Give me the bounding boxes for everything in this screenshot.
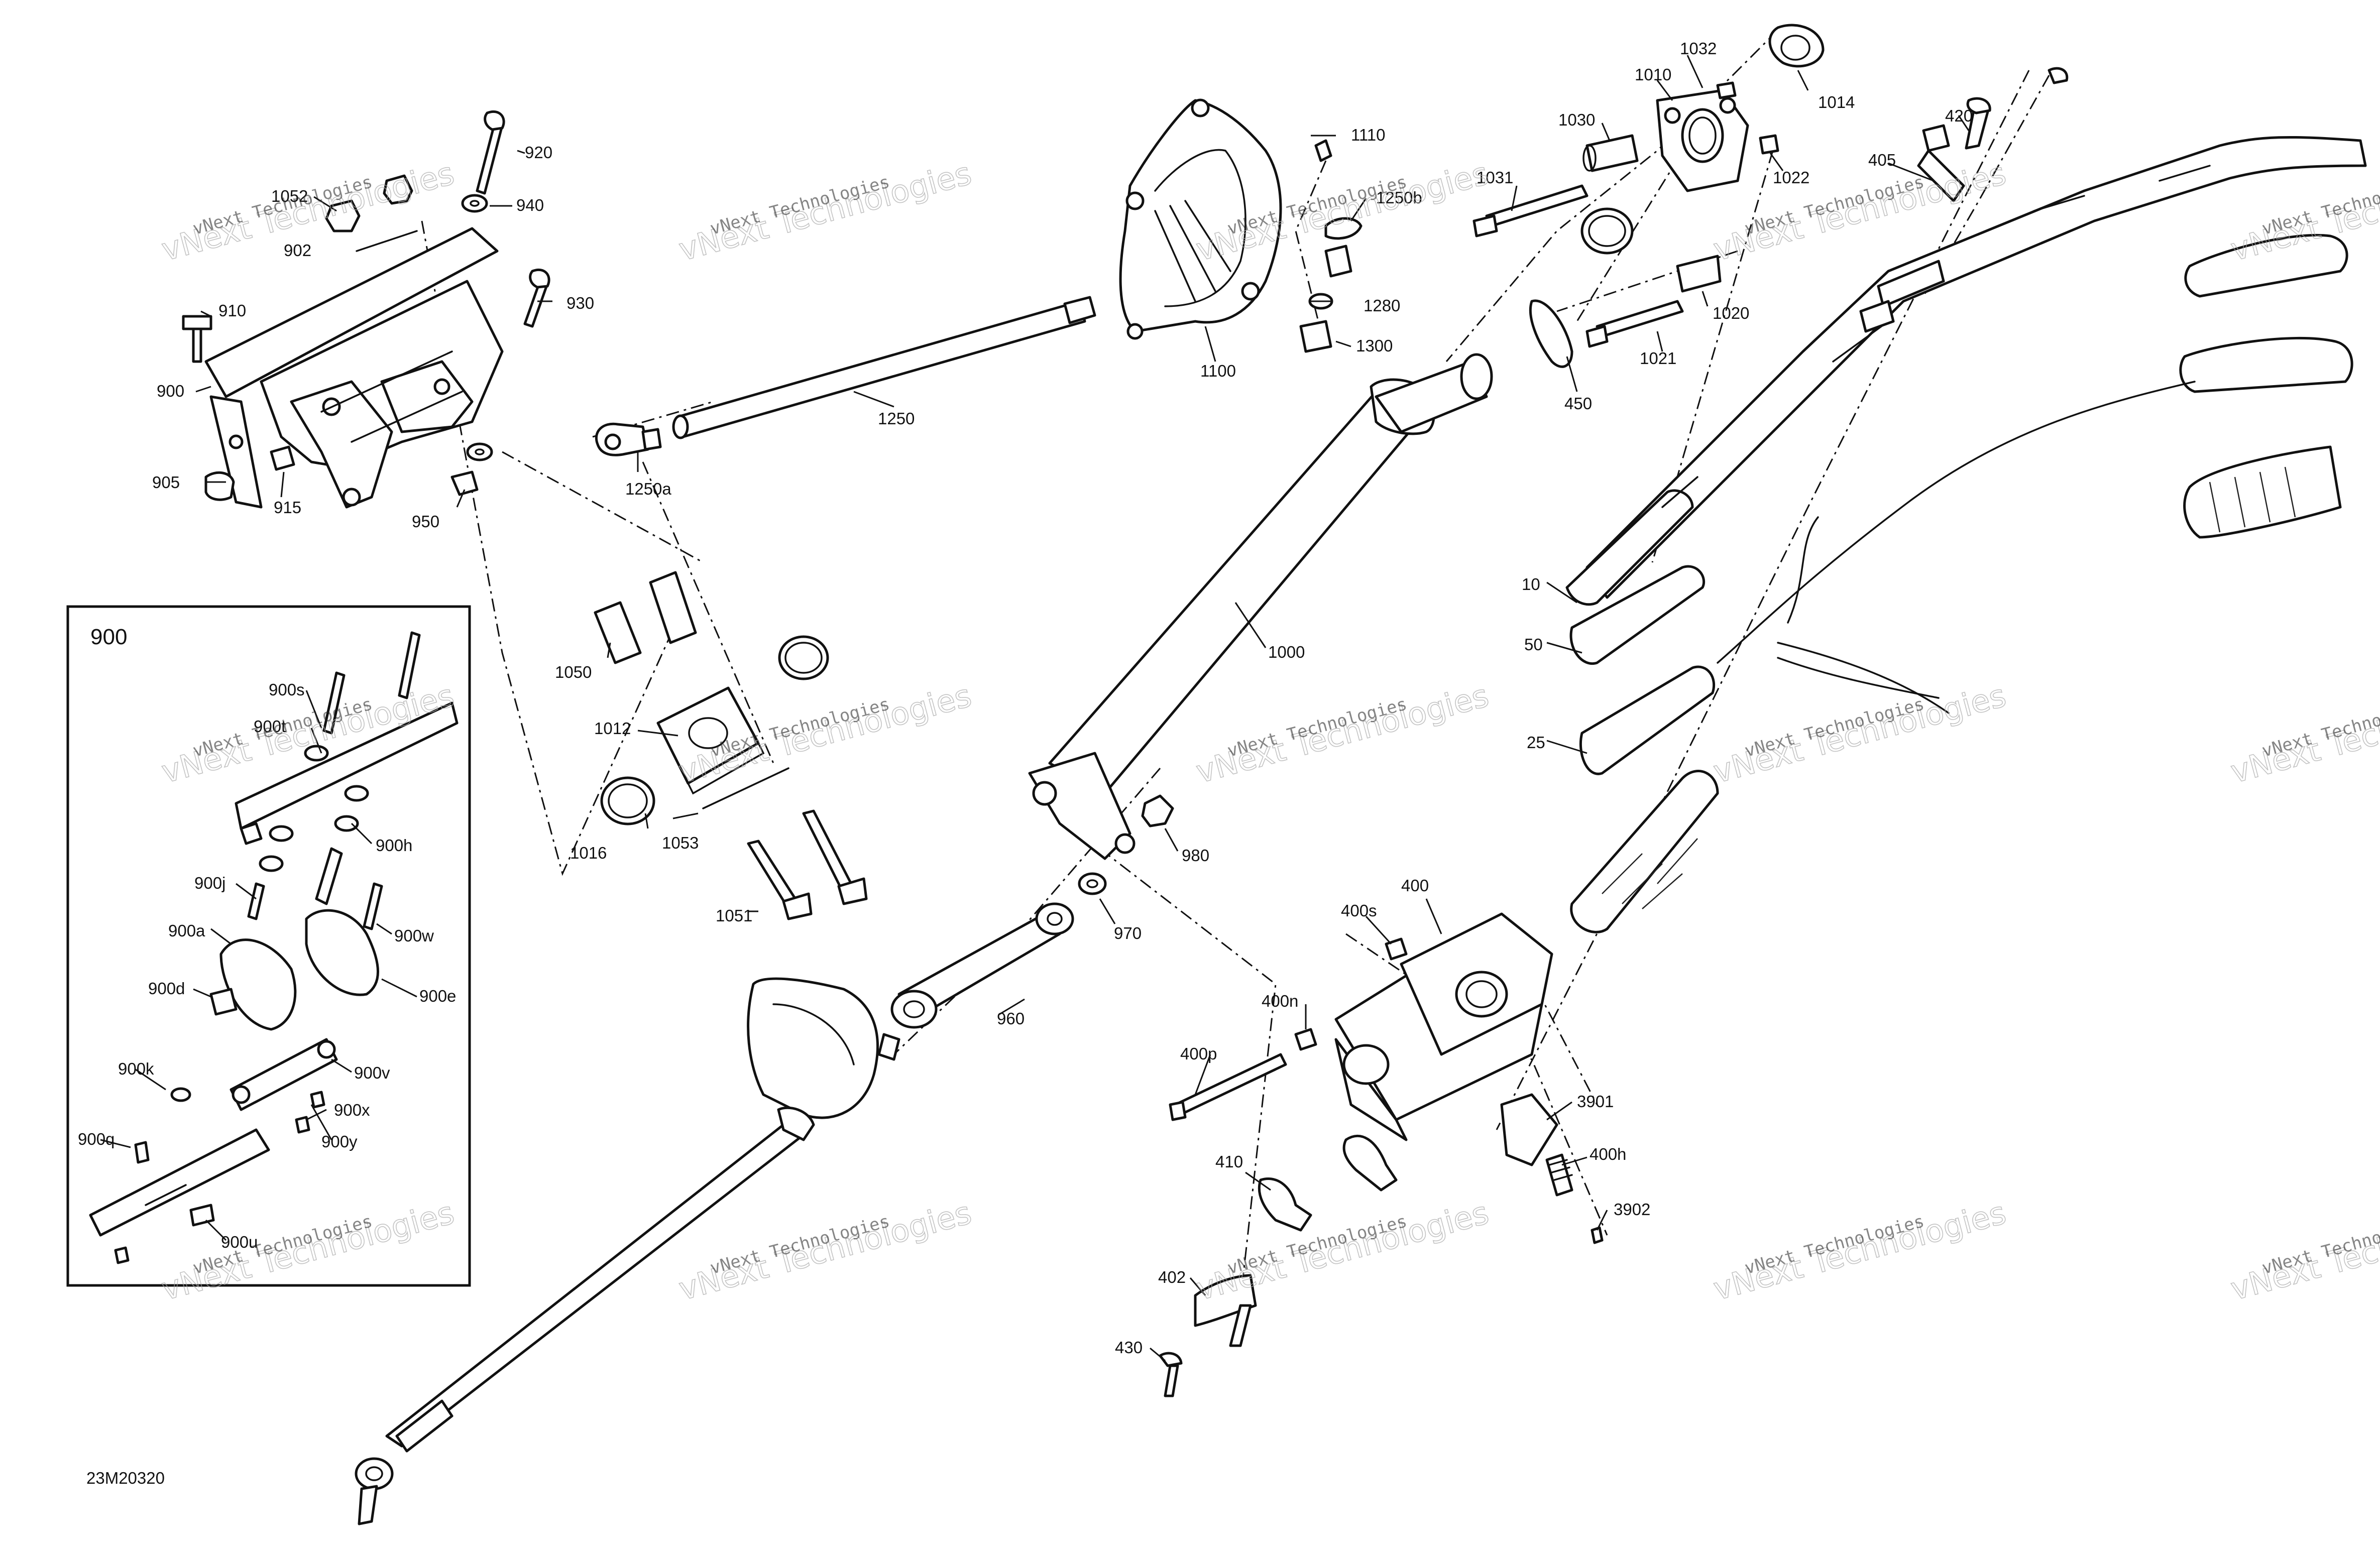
watermarks: vNext Technologies vNext Technologies vNe… (157, 154, 2380, 1308)
callout-900k: 900k (118, 1059, 154, 1078)
callout-1110: 1110 (1351, 126, 1386, 144)
center-mount-parts (594, 571, 868, 920)
callout-1020: 1020 (1713, 304, 1749, 322)
watermark-large: vNext Technologies (1710, 677, 2010, 790)
callout-1010: 1010 (1635, 65, 1671, 84)
callout-400p: 400p (1180, 1044, 1217, 1063)
housing-1100 (1119, 98, 1363, 353)
callout-905: 905 (152, 473, 180, 492)
callout-920: 920 (525, 143, 552, 162)
callout-3901: 3901 (1577, 1092, 1614, 1111)
callout-1032: 1032 (1680, 39, 1717, 58)
callout-900w: 900w (394, 926, 434, 945)
callout-3902: 3902 (1614, 1200, 1650, 1219)
callout-400n: 400n (1262, 992, 1298, 1010)
callout-labels: 920 940 1052 902 930 910 900 905 915 950… (78, 39, 1973, 1487)
callout-1000: 1000 (1268, 643, 1305, 661)
watermark-large: vNext Technologies (675, 1194, 975, 1308)
callout-1300: 1300 (1356, 336, 1393, 355)
callout-1050: 1050 (555, 663, 592, 681)
tie-rod-960 (890, 902, 1074, 1029)
watermark-large: vNext Technologies (1192, 677, 1493, 790)
handlebar-clamp-parts (1472, 24, 1825, 368)
callout-1014: 1014 (1818, 93, 1855, 111)
callout-900a: 900a (168, 921, 205, 940)
callout-950: 950 (412, 512, 439, 531)
callout-1021: 1021 (1640, 349, 1676, 368)
callout-900v: 900v (354, 1063, 390, 1082)
callout-25: 25 (1527, 733, 1545, 752)
watermark-large: vNext Technologies (1192, 1194, 1493, 1308)
callout-400: 400 (1401, 876, 1429, 895)
watermark-large: vNext Technologies (1710, 1194, 2010, 1308)
callout-1016: 1016 (570, 844, 607, 862)
switch-housing-400 (1159, 912, 1604, 1397)
bracket-assembly-900 (182, 110, 550, 509)
callout-900e: 900e (419, 987, 456, 1005)
inset-box-900 (66, 605, 471, 1287)
callout-900y: 900y (321, 1132, 358, 1151)
callout-430: 430 (1115, 1338, 1143, 1357)
callout-900h: 900h (376, 836, 412, 855)
callout-1250a: 1250a (625, 480, 671, 498)
callout-400s: 400s (1341, 901, 1377, 920)
callout-1052: 1052 (271, 187, 308, 205)
callout-1012: 1012 (594, 719, 631, 738)
callout-450: 450 (1564, 394, 1592, 413)
callout-900s: 900s (269, 680, 305, 699)
callout-970: 970 (1114, 924, 1142, 942)
callout-900j: 900j (194, 874, 225, 892)
callout-940: 940 (516, 196, 544, 214)
callout-420: 420 (1945, 106, 1973, 125)
callout-1053: 1053 (662, 834, 699, 852)
callout-10: 10 (1522, 575, 1540, 594)
callout-930: 930 (566, 294, 594, 312)
callout-910: 910 (218, 301, 246, 320)
callout-1250b: 1250b (1376, 188, 1422, 207)
watermark-large: vNext Technologies (675, 155, 975, 268)
callout-1022: 1022 (1773, 168, 1809, 187)
callout-1100: 1100 (1200, 362, 1236, 380)
callout-1250: 1250 (878, 409, 915, 428)
leader-lines (100, 55, 1970, 1362)
callout-1280: 1280 (1364, 296, 1400, 315)
callout-900d: 900d (148, 979, 185, 998)
callout-915: 915 (274, 498, 301, 517)
callout-400h: 400h (1590, 1145, 1626, 1163)
callout-402: 402 (1158, 1268, 1186, 1286)
callout-410: 410 (1215, 1152, 1243, 1171)
callout-1051: 1051 (716, 906, 752, 925)
callout-900: 900 (157, 382, 184, 400)
callout-902: 902 (284, 241, 311, 260)
steering-column-1000 (1028, 353, 1493, 895)
callout-900t: 900t (254, 717, 286, 736)
callout-405: 405 (1868, 151, 1896, 169)
diagram-code: 23M20320 (86, 1469, 165, 1487)
callout-1030: 1030 (1558, 110, 1595, 129)
callout-980: 980 (1182, 846, 1209, 865)
inset-title: 900 (90, 625, 127, 649)
callout-1031: 1031 (1477, 168, 1513, 187)
callout-900u: 900u (221, 1233, 258, 1251)
callout-900x: 900x (334, 1101, 370, 1119)
shaft-1250 (595, 296, 1096, 456)
handlebar (1565, 67, 2367, 933)
callout-960: 960 (997, 1009, 1025, 1028)
callout-50: 50 (1524, 635, 1543, 654)
lower-steering-shaft (355, 977, 900, 1525)
callout-900q: 900q (78, 1130, 115, 1148)
